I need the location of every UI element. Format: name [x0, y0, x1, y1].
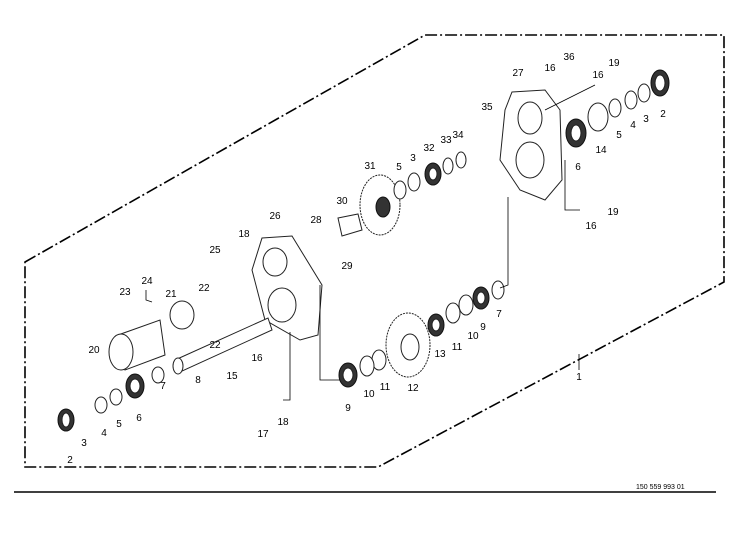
motor-20: [108, 319, 166, 371]
assembly-boundary: [24, 34, 725, 468]
callout-label-3: 3: [410, 153, 416, 164]
callout-label-10: 10: [467, 331, 479, 342]
callout-label-24: 24: [141, 276, 153, 287]
callout-label-17: 17: [257, 429, 269, 440]
callout-label-2: 2: [660, 109, 666, 120]
callout-label-22: 22: [209, 340, 221, 351]
leader-lines: [145, 84, 596, 401]
callout-label-16: 16: [592, 70, 604, 81]
callout-label-20: 20: [88, 345, 100, 356]
callout-label-6: 6: [575, 162, 581, 173]
shaft-8: [172, 317, 273, 375]
callout-label-16: 16: [544, 63, 556, 74]
callout-label-25: 25: [209, 245, 221, 256]
callout-label-8: 8: [195, 375, 201, 386]
callout-label-11: 11: [452, 342, 463, 353]
callout-label-1: 1: [576, 372, 582, 383]
callout-label-30: 30: [336, 196, 348, 207]
callout-label-33: 33: [440, 135, 452, 146]
callout-label-26: 26: [269, 211, 281, 222]
callout-label-21: 21: [165, 289, 177, 300]
callout-label-15: 15: [226, 371, 238, 382]
callout-label-32: 32: [423, 143, 435, 154]
bearings-and-rings: [57, 69, 670, 432]
callout-label-11: 11: [380, 382, 391, 393]
callout-label-5: 5: [116, 419, 122, 430]
callout-label-27: 27: [512, 68, 524, 79]
document-number: 150 559 993 01: [636, 484, 685, 491]
shaft-30: [337, 213, 363, 237]
callout-label-6: 6: [136, 413, 142, 424]
gear-12: [385, 312, 431, 378]
callout-label-31: 31: [364, 161, 376, 172]
callout-label-36: 36: [563, 52, 575, 63]
callout-label-7: 7: [496, 309, 502, 320]
callout-label-19: 19: [608, 58, 620, 69]
callout-label-14: 14: [595, 145, 607, 156]
callout-label-19: 19: [607, 207, 619, 218]
callout-label-16: 16: [585, 221, 597, 232]
housing-26: [251, 235, 323, 341]
callout-label-35: 35: [481, 102, 493, 113]
callout-label-4: 4: [101, 428, 107, 439]
callout-label-5: 5: [396, 162, 402, 173]
callout-label-10: 10: [363, 389, 375, 400]
callout-label-5: 5: [616, 130, 622, 141]
callout-label-28: 28: [310, 215, 322, 226]
callout-label-3: 3: [81, 438, 87, 449]
callout-label-2: 2: [67, 455, 73, 466]
gear-31: [359, 174, 401, 236]
callout-label-4: 4: [630, 120, 636, 131]
callout-label-16: 16: [251, 353, 263, 364]
housing-cover-27: [499, 89, 563, 201]
callout-label-12: 12: [407, 383, 419, 394]
callout-label-7: 7: [160, 381, 166, 392]
callout-label-13: 13: [434, 349, 446, 360]
callout-label-34: 34: [452, 130, 464, 141]
callout-label-18: 18: [238, 229, 250, 240]
callout-label-29: 29: [341, 261, 353, 272]
callout-label-18: 18: [277, 417, 289, 428]
callout-label-22: 22: [198, 283, 210, 294]
callout-label-9: 9: [345, 403, 351, 414]
callout-label-9: 9: [480, 322, 486, 333]
callout-label-23: 23: [119, 287, 131, 298]
callout-label-3: 3: [643, 114, 649, 125]
